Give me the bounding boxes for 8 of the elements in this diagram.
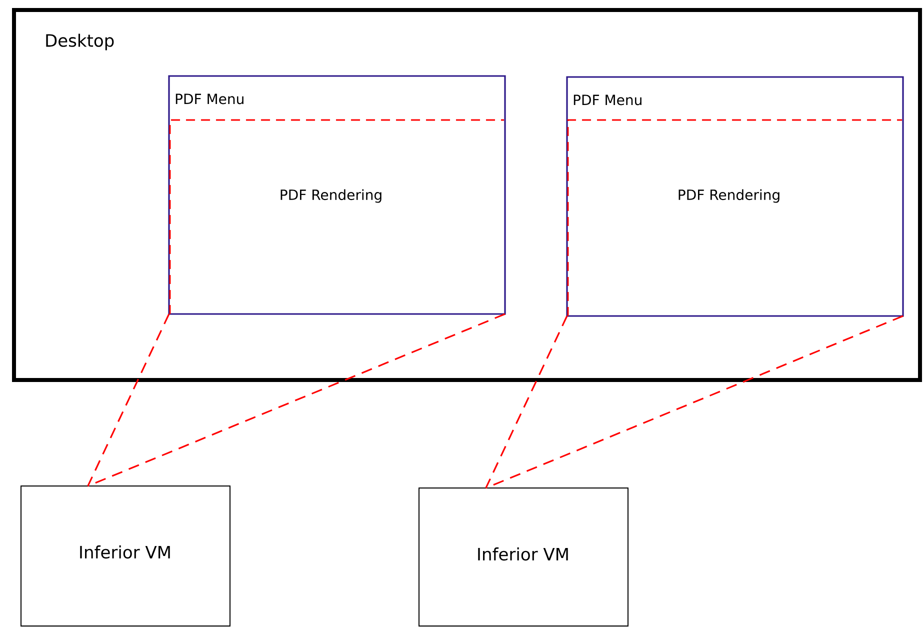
rendering-area: PDF Rendering [169,119,504,314]
rendering-area: PDF Rendering [567,119,902,316]
connector-line [88,313,506,487]
connector-line [87,314,170,486]
connector-line [486,315,904,489]
connector-line [485,316,568,488]
vm-box: Inferior VM [20,486,230,626]
vm-box: Inferior VM [418,488,628,626]
